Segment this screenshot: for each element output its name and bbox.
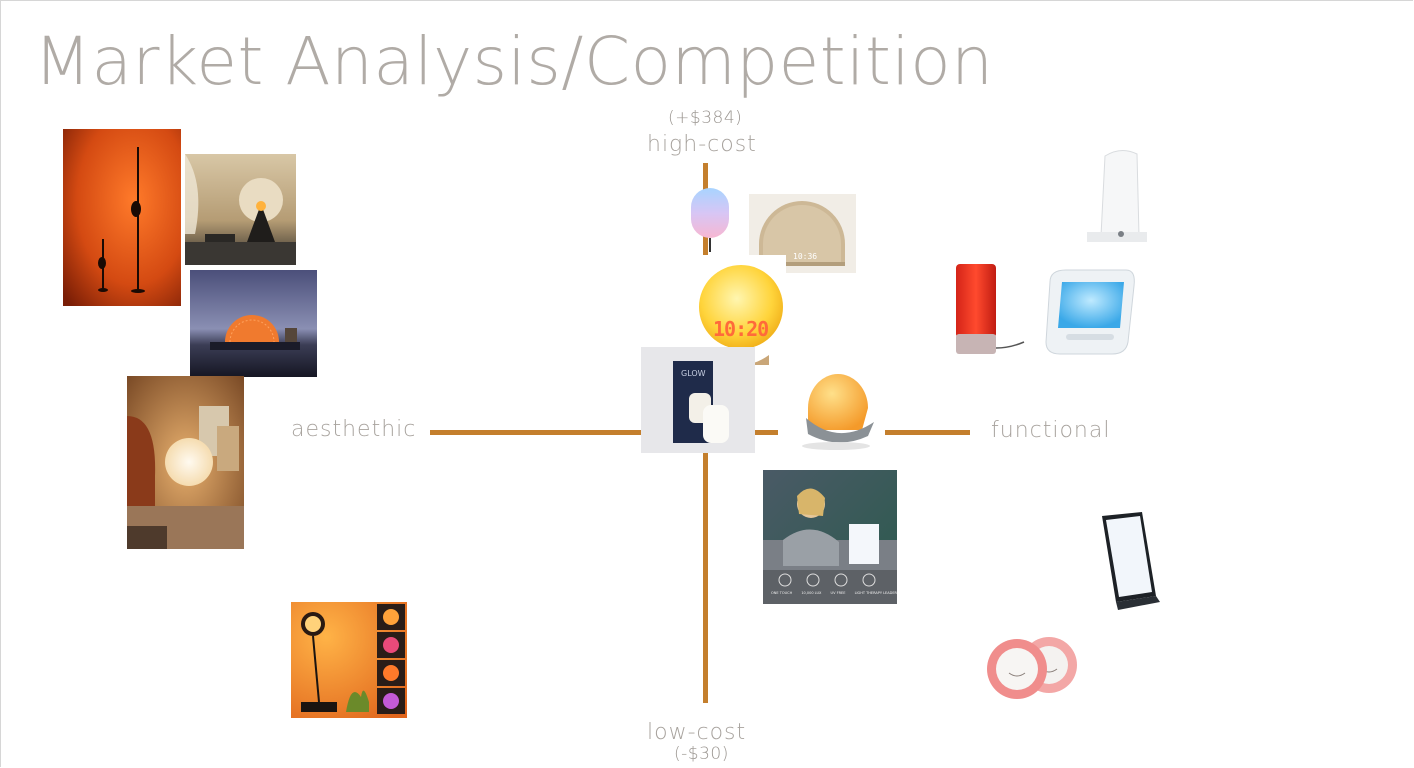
wake-up-light-image <box>778 358 885 454</box>
fabric-clock-image: 10:36 <box>749 194 856 273</box>
axis-bottom-value: (-$30) <box>674 744 729 764</box>
axis-right-label: functional <box>991 418 1111 443</box>
sunset-lamp-icon <box>291 602 407 718</box>
glow-brand-label: GLOW <box>681 369 706 378</box>
dome-lamp-image <box>190 270 317 377</box>
therapy-feature-list: ONE TOUCH 10,000 LUX UV FREE LIGHT THERA… <box>771 591 897 595</box>
floor-lamp-icon <box>63 129 181 306</box>
therapy-feature: 10,000 LUX <box>801 591 822 595</box>
light-panel-icon <box>1102 512 1160 610</box>
therapy-feature: ONE TOUCH <box>771 591 793 595</box>
therapy-feature: LIGHT THERAPY LEADER <box>854 591 897 595</box>
therapy-feature: UV FREE <box>830 591 846 595</box>
sunrise-clock-display: 10:20 <box>713 317 769 341</box>
orange-floor-lamp-image <box>63 129 181 306</box>
blue-light-device-icon <box>1045 269 1135 355</box>
cone-table-lamp-image <box>185 154 296 265</box>
night-light-icon <box>987 637 1077 699</box>
light-therapy-photo-image: ONE TOUCH 10,000 LUX UV FREE LIGHT THERA… <box>763 470 897 604</box>
glow-lamp-box-image: GLOW <box>641 347 755 453</box>
pink-night-lights-image <box>985 635 1080 700</box>
axis-left-label: aesthethic <box>291 417 417 442</box>
blue-light-device-image <box>1036 262 1138 362</box>
globe-lamp-image <box>127 376 244 549</box>
pill-lamp-icon <box>691 188 729 252</box>
white-sad-lamp-icon <box>1087 150 1147 242</box>
table-lamp-icon <box>185 154 296 265</box>
slide-title: Market Analysis/Competition <box>34 23 994 100</box>
axis-bottom-label: low-cost <box>647 720 747 745</box>
dome-lamp-icon <box>190 270 317 377</box>
fabric-clock-display: 10:36 <box>793 252 818 261</box>
axis-top-label: high-cost <box>647 132 757 157</box>
glow-box-icon <box>641 347 755 453</box>
sunset-lamp-image <box>291 602 407 718</box>
red-bedside-lamp-icon <box>956 264 1025 354</box>
white-sad-lamp-image <box>1081 146 1151 246</box>
red-bedside-lamp-image <box>952 262 1028 356</box>
pill-lamp-image <box>689 186 731 254</box>
globe-lamp-icon <box>127 376 244 549</box>
light-therapy-photo-icon <box>763 470 897 604</box>
fabric-clock-icon <box>749 194 856 273</box>
axis-top-value: (+$384) <box>668 108 743 128</box>
light-panel-image <box>1098 510 1160 612</box>
wake-up-light-icon <box>778 358 885 454</box>
